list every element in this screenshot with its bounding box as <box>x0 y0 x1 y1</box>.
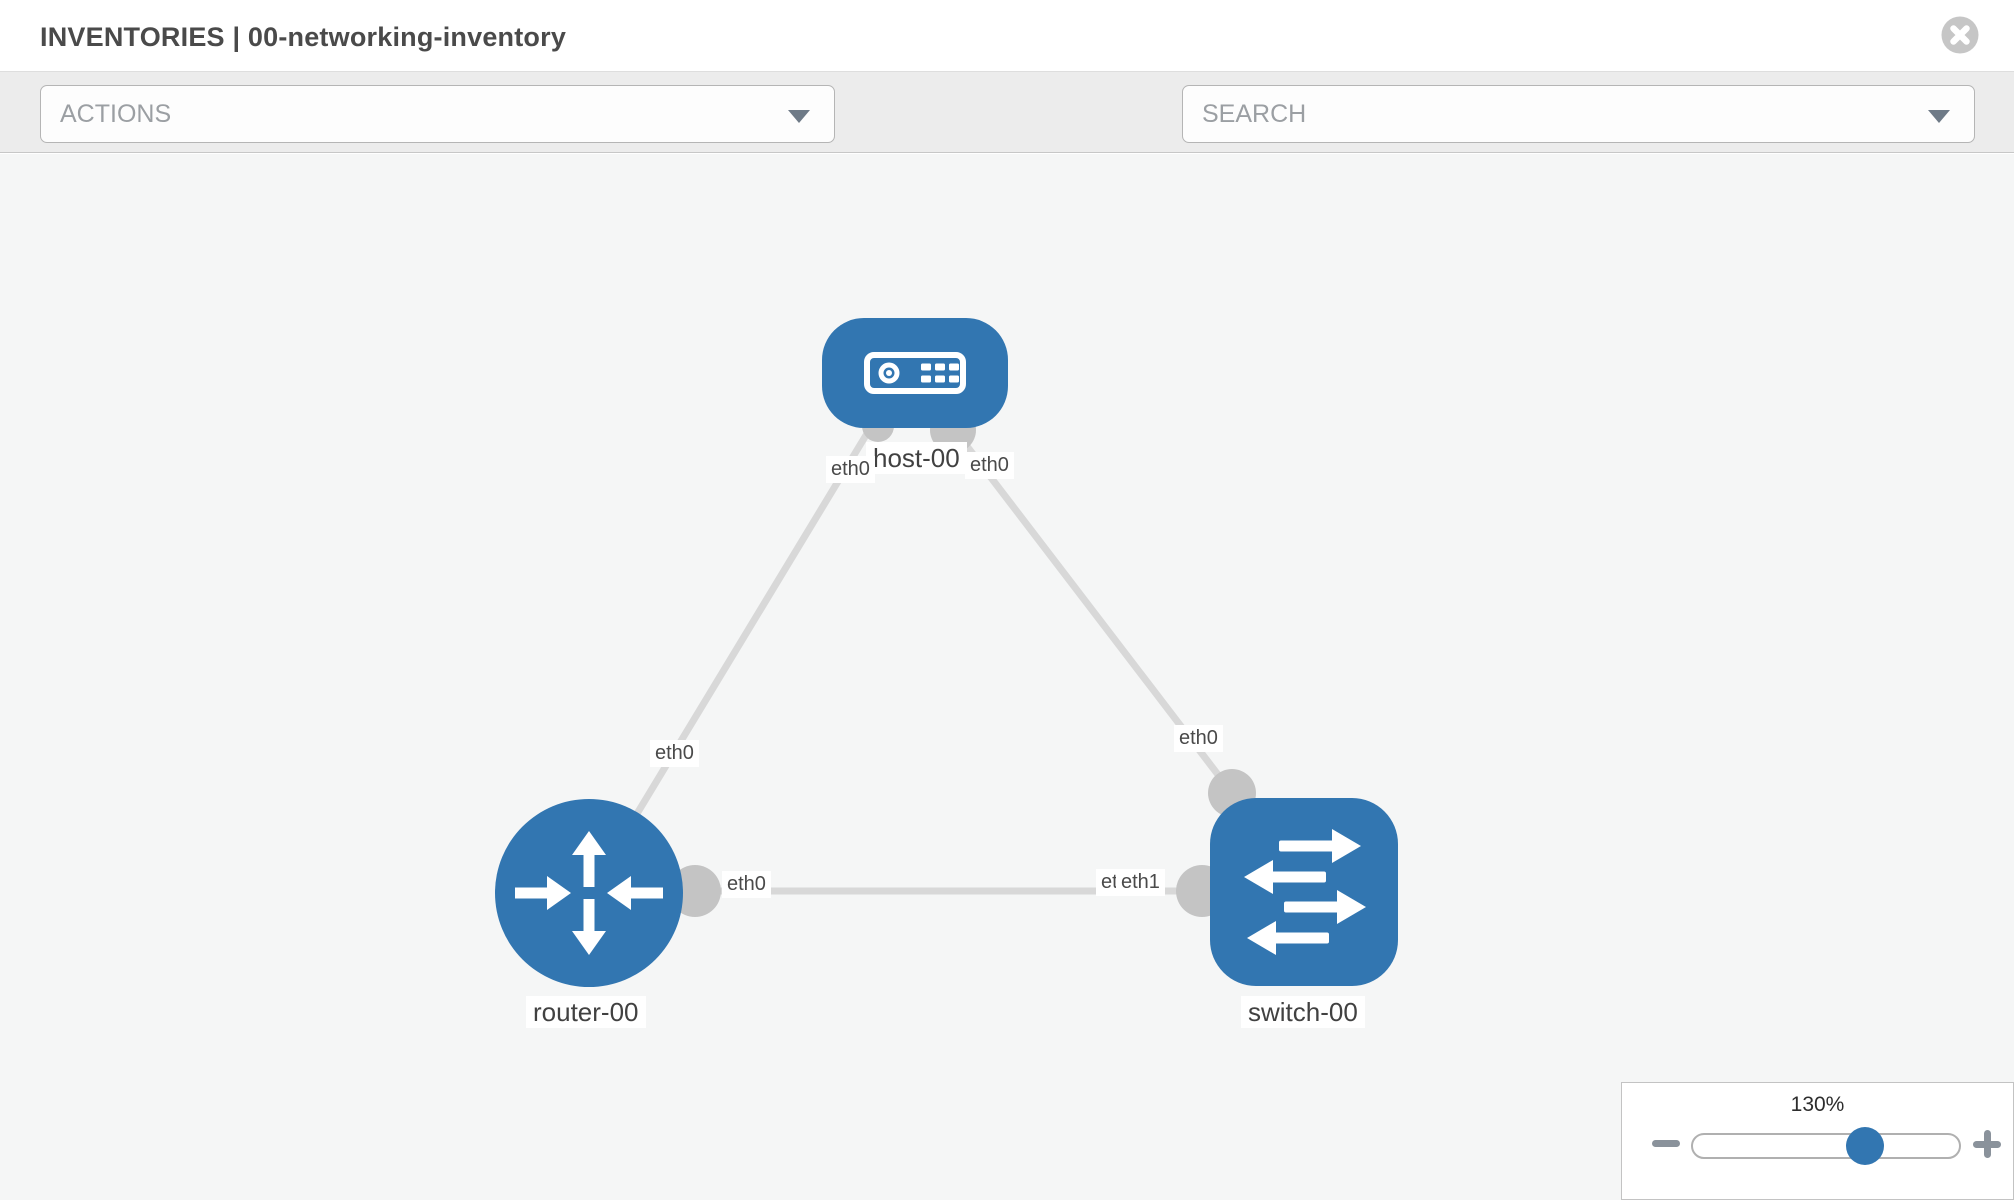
node-router-00[interactable] <box>495 799 683 987</box>
zoom-slider-track[interactable] <box>1691 1133 1961 1159</box>
zoom-out-button[interactable] <box>1652 1140 1680 1147</box>
node-switch-00[interactable] <box>1210 798 1398 986</box>
topology-canvas: host-00 router-00 switch-00 eth0 eth0 et… <box>0 154 2014 1200</box>
interface-label: eth0 <box>965 452 1014 479</box>
host-icon <box>864 352 966 394</box>
zoom-value: 130% <box>1790 1093 1845 1116</box>
close-button[interactable] <box>1941 16 1979 54</box>
chevron-down-icon <box>1928 110 1950 123</box>
zoom-panel: 130% <box>1621 1082 2014 1200</box>
interface-label: eth1 <box>1116 869 1165 896</box>
node-label-host-00: host-00 <box>866 442 967 474</box>
node-host-00[interactable] <box>822 318 1008 428</box>
interface-label: eth0 <box>1174 725 1223 752</box>
zoom-in-button[interactable] <box>1972 1129 2002 1159</box>
page-title: INVENTORIES | 00-networking-inventory <box>40 22 567 52</box>
actions-dropdown-label: ACTIONS <box>60 100 172 128</box>
search-dropdown[interactable]: SEARCH <box>1182 85 1975 143</box>
topology-graph <box>495 318 1398 987</box>
actions-dropdown[interactable]: ACTIONS <box>40 85 835 143</box>
node-label-switch-00: switch-00 <box>1241 996 1365 1028</box>
header: INVENTORIES | 00-networking-inventory <box>0 0 2014 71</box>
interface-label: eth0 <box>650 740 699 767</box>
close-icon <box>1941 16 1979 54</box>
node-label-router-00: router-00 <box>526 996 646 1028</box>
interface-label: eth0 <box>722 871 771 898</box>
zoom-slider-thumb[interactable] <box>1846 1127 1884 1165</box>
toolbar: ACTIONS SEARCH <box>0 71 2014 204</box>
interface-label: eth0 <box>826 456 875 483</box>
search-dropdown-label: SEARCH <box>1202 100 1307 128</box>
chevron-down-icon <box>788 110 810 123</box>
